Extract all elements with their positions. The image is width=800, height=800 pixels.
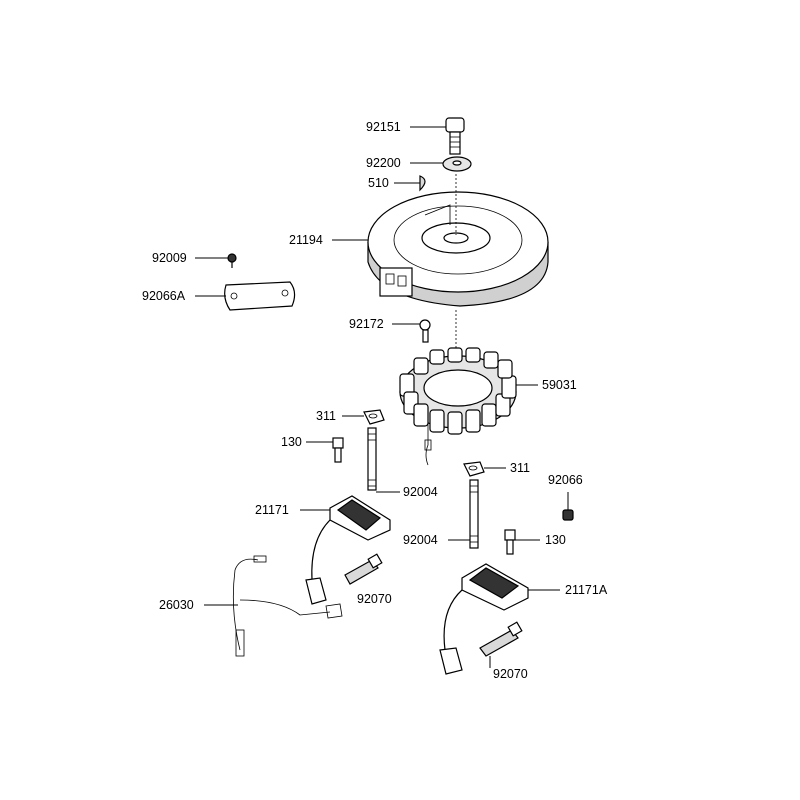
label-92004-left: 92004 [403, 485, 438, 499]
label-92151: 92151 [366, 120, 401, 134]
screw-92009 [227, 253, 237, 268]
label-59031: 59031 [542, 378, 577, 392]
label-130-left: 130 [281, 435, 302, 449]
ignition-coil-21171 [305, 495, 391, 605]
part-labels: 92151 92200 510 21194 92009 92066A 92172… [142, 120, 608, 681]
label-92066A: 92066A [142, 289, 186, 303]
label-21194: 21194 [289, 233, 323, 247]
label-92066: 92066 [548, 473, 583, 487]
nut-92066 [562, 509, 574, 521]
label-92172: 92172 [349, 317, 384, 331]
label-21171A: 21171A [565, 583, 608, 597]
flywheel-21194 [367, 191, 549, 307]
ignition-coil-21171A [439, 563, 529, 675]
label-92004-right: 92004 [403, 533, 438, 547]
label-130-right: 130 [545, 533, 566, 547]
screw-92172 [419, 319, 431, 343]
bolt-130-right [504, 529, 516, 555]
label-311-left: 311 [316, 409, 336, 423]
nut-311-left [363, 409, 385, 425]
label-510: 510 [368, 176, 389, 190]
stator-59031 [399, 347, 517, 466]
spark-plug-92070-left [344, 553, 383, 585]
label-92070-right: 92070 [493, 667, 528, 681]
label-92009: 92009 [152, 251, 187, 265]
bolt-130-left [332, 437, 344, 463]
label-92200: 92200 [366, 156, 401, 170]
label-26030: 26030 [159, 598, 194, 612]
label-21171: 21171 [255, 503, 289, 517]
wire-harness-26030 [232, 555, 343, 657]
stud-92004-right [469, 479, 479, 549]
leader-lines [195, 126, 569, 668]
label-311-right: 311 [510, 461, 530, 475]
stud-92004-left [367, 427, 377, 491]
label-92070-left: 92070 [357, 592, 392, 606]
key-510 [419, 175, 426, 192]
bolt-92151 [445, 117, 465, 155]
plate-92066A [224, 281, 296, 311]
washer-92200 [442, 156, 472, 172]
key-guide-line [424, 204, 451, 225]
spark-plug-92070-right [479, 621, 523, 657]
nut-311-right [463, 461, 485, 477]
